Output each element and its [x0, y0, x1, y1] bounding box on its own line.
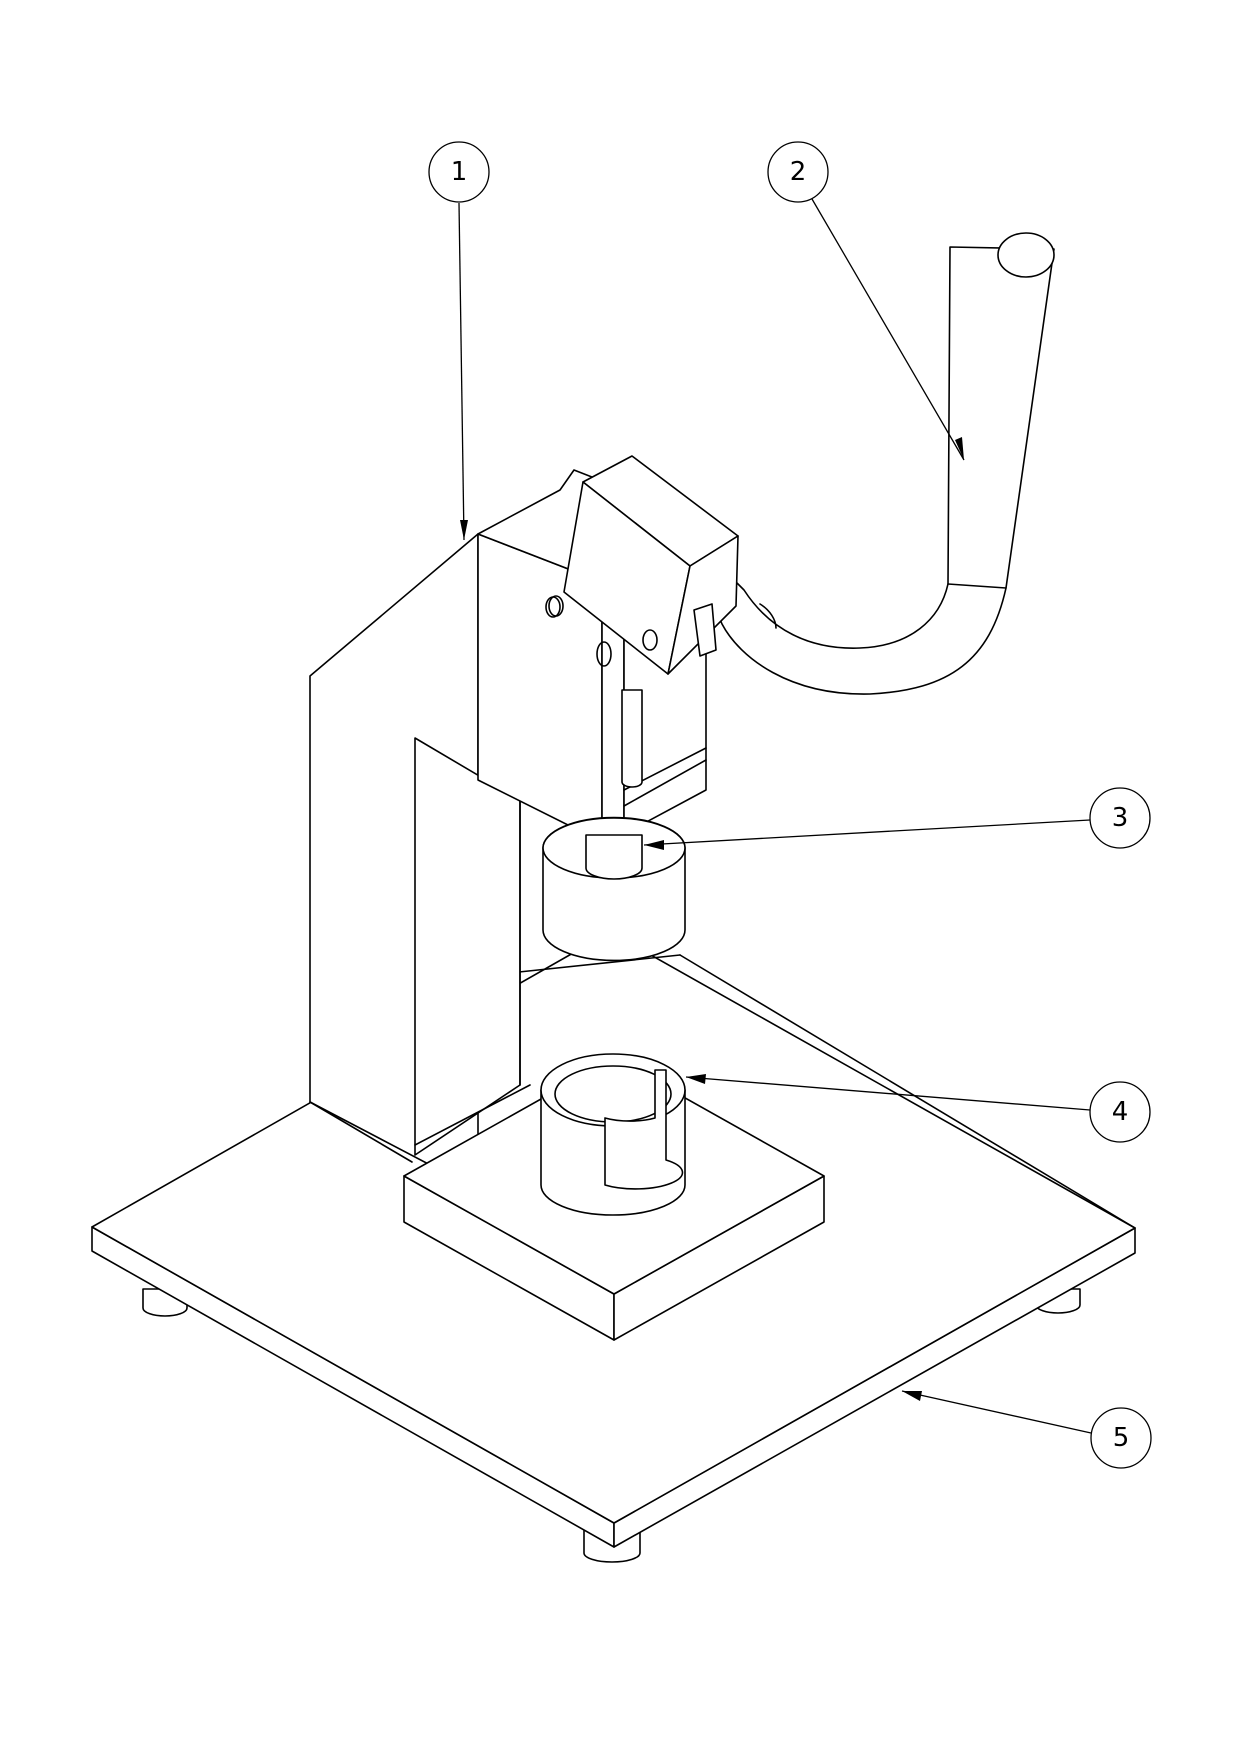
- balloon-5: [1090, 1407, 1152, 1469]
- callout-5: 5: [901, 1390, 1152, 1469]
- callout-2: 2: [767, 141, 965, 461]
- lever-handle: [563, 232, 1055, 695]
- balloon-4-label: 4: [1112, 1097, 1129, 1127]
- balloon-2-label: 2: [790, 157, 807, 187]
- die-sleeve: [540, 1053, 686, 1216]
- balloon-5-label: 5: [1113, 1423, 1130, 1453]
- balloon-1: [428, 141, 490, 203]
- callout-3: 3: [643, 787, 1151, 850]
- balloon-3: [1089, 787, 1151, 849]
- frame-column: [309, 469, 1136, 1229]
- callout-1: 1: [428, 141, 490, 541]
- balloon-1-label: 1: [451, 157, 468, 187]
- punch: [542, 816, 686, 962]
- balloon-3-label: 3: [1112, 803, 1129, 833]
- balloon-2: [767, 141, 829, 203]
- balloon-4: [1089, 1081, 1151, 1143]
- callout-4: 4: [685, 1074, 1151, 1143]
